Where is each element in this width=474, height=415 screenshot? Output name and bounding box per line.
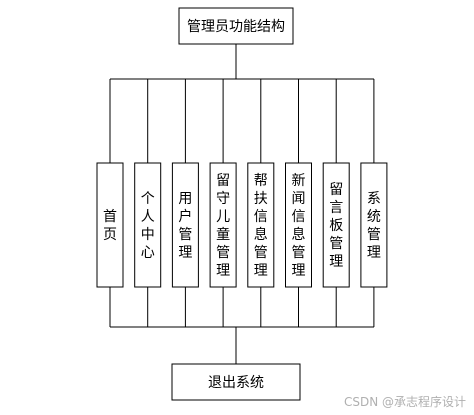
module-box bbox=[322, 162, 350, 288]
csdn-watermark: CSDN @承志程序设计 bbox=[344, 394, 466, 409]
module-box bbox=[360, 162, 388, 288]
module-box bbox=[96, 162, 124, 288]
module-node: 留言板管理 bbox=[322, 162, 350, 288]
module-box bbox=[285, 162, 312, 288]
module-drop-lines bbox=[109, 79, 375, 327]
module-box bbox=[171, 162, 199, 288]
module-label: 个人中心 bbox=[141, 191, 155, 261]
module-box bbox=[209, 162, 237, 288]
module-label: 系统管理 bbox=[367, 191, 381, 261]
module-label: 留言板管理 bbox=[329, 182, 343, 270]
exit-label: 退出系统 bbox=[208, 375, 264, 391]
module-label: 用户管理 bbox=[178, 191, 192, 261]
module-box bbox=[247, 162, 275, 288]
root-label: 管理员功能结构 bbox=[187, 19, 285, 35]
module-label: 新闻信息管理 bbox=[292, 173, 306, 279]
module-label: 帮扶信息管理 bbox=[254, 173, 268, 279]
module-node: 首页 bbox=[96, 162, 124, 288]
module-node: 个人中心 bbox=[134, 162, 162, 288]
module-node: 新闻信息管理 bbox=[285, 162, 312, 288]
module-node: 帮扶信息管理 bbox=[247, 162, 275, 288]
exit-node: 退出系统 bbox=[171, 363, 301, 401]
module-label: 首页 bbox=[103, 209, 117, 243]
module-label: 留守儿童管理 bbox=[216, 173, 230, 279]
module-node: 系统管理 bbox=[360, 162, 388, 288]
module-node: 留守儿童管理 bbox=[209, 162, 237, 288]
connector-lines bbox=[109, 44, 375, 364]
module-box bbox=[134, 162, 162, 288]
root-box bbox=[178, 7, 294, 45]
exit-box bbox=[171, 363, 301, 401]
module-node: 用户管理 bbox=[171, 162, 199, 288]
root-node: 管理员功能结构 bbox=[178, 7, 294, 45]
module-nodes: 首页 个人中心 用户管理 留守儿童管理 帮扶信息管理 新闻信息管理 留言板管理 系统管理 bbox=[96, 162, 388, 288]
